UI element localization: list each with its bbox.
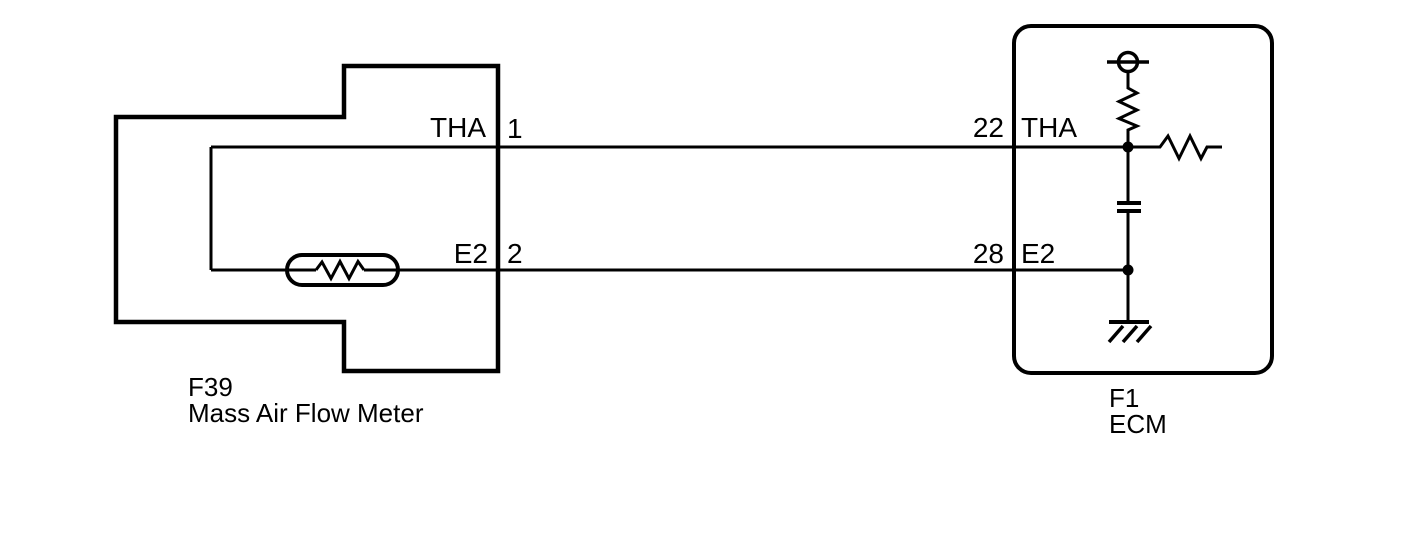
ecm-tha-pin-number: 22 bbox=[973, 112, 1004, 143]
power-supply-symbol bbox=[1107, 50, 1149, 74]
maf-name-label: Mass Air Flow Meter bbox=[188, 398, 424, 428]
ground-hatch-3 bbox=[1135, 324, 1153, 344]
capacitor-symbol bbox=[1117, 201, 1141, 213]
ground-symbol bbox=[1107, 320, 1153, 344]
maf-connector-outline bbox=[113, 63, 501, 374]
maf-code-label: F39 bbox=[188, 372, 233, 402]
ecm-code-label: F1 bbox=[1109, 383, 1139, 413]
ecm-name-label: ECM bbox=[1109, 409, 1167, 439]
harness-wires bbox=[211, 145, 1128, 272]
tha-junction-dot bbox=[1122, 141, 1134, 153]
ecm-component: 22 THA 28 E2 F1 ECM bbox=[973, 24, 1274, 439]
e2-junction-dot bbox=[1122, 264, 1134, 276]
maf-e2-terminal-label: E2 bbox=[454, 238, 488, 269]
ecm-series-resistor bbox=[1128, 132, 1222, 162]
ground-hatch-1 bbox=[1107, 324, 1125, 344]
ground-hatch-2 bbox=[1121, 324, 1139, 344]
ecm-pullup-resistor bbox=[1115, 71, 1141, 201]
thermistor-resistor-zigzag bbox=[314, 258, 366, 282]
maf-tha-terminal-label: THA bbox=[430, 112, 486, 143]
maf-e2-pin-number: 2 bbox=[507, 238, 523, 269]
ecm-e2-pin-number: 28 bbox=[973, 238, 1004, 269]
maf-tha-pin-number: 1 bbox=[507, 113, 523, 144]
ecm-box bbox=[1012, 24, 1274, 375]
maf-component: THA 1 E2 2 F39 Mass Air Flow Meter bbox=[113, 63, 523, 428]
ecm-tha-terminal-label: THA bbox=[1021, 112, 1077, 143]
ecm-e2-terminal-label: E2 bbox=[1021, 238, 1055, 269]
